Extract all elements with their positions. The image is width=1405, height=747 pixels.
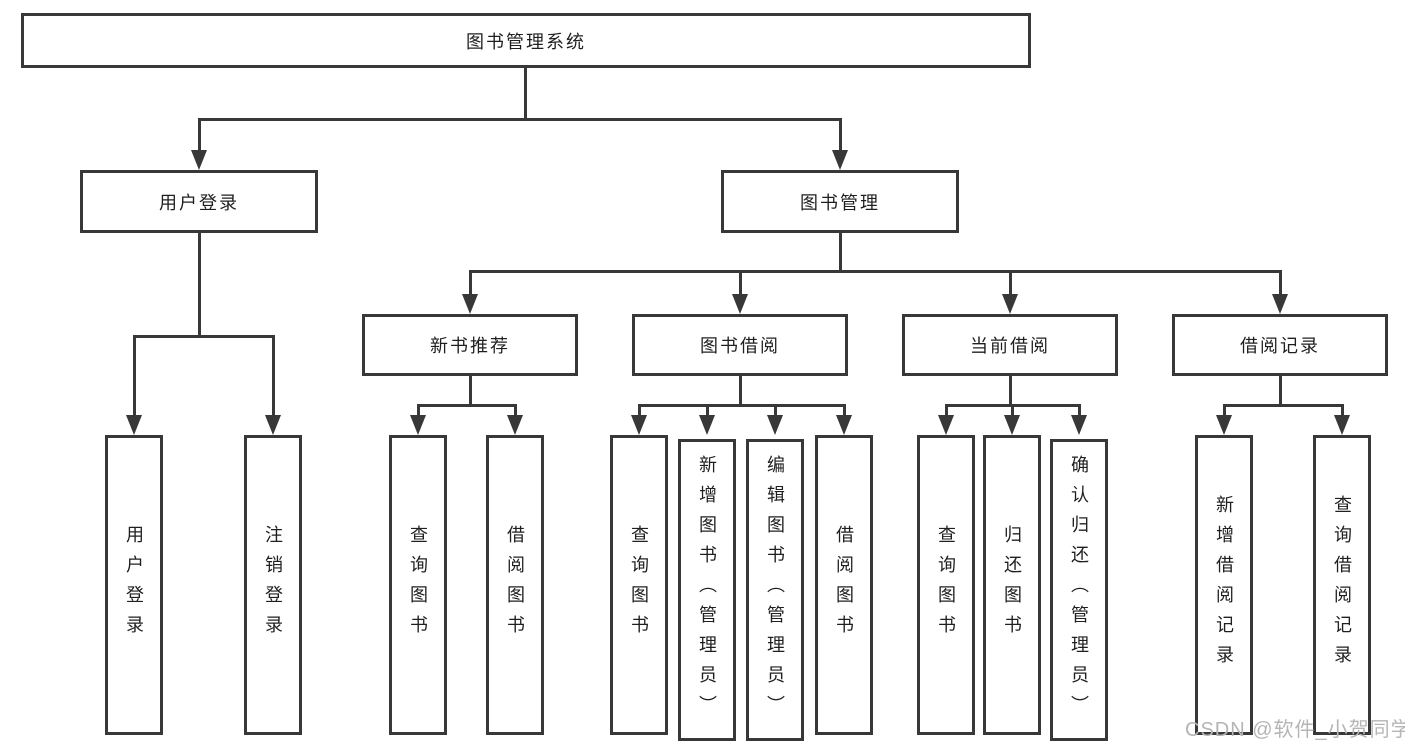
leaf-query-books: 查询图书 bbox=[610, 435, 668, 735]
connector-split bbox=[1223, 404, 1344, 407]
arrow-down-icon bbox=[410, 415, 426, 435]
node-current-borrow: 当前借阅 bbox=[902, 314, 1118, 376]
connector-drop-line bbox=[198, 118, 201, 154]
connector-root-stem bbox=[524, 68, 527, 120]
connector-login-stem bbox=[198, 233, 201, 337]
node-book-borrow: 图书借阅 bbox=[632, 314, 848, 376]
arrow-down-icon bbox=[462, 294, 478, 314]
arrow-down-icon bbox=[1071, 415, 1087, 435]
leaf-edit-books-admin: 编辑图书（管理员） bbox=[746, 439, 804, 741]
connector-drop-line bbox=[739, 270, 742, 296]
leaf-query-books: 查询图书 bbox=[389, 435, 447, 735]
arrow-down-icon bbox=[126, 415, 142, 435]
arrow-down-icon bbox=[631, 415, 647, 435]
connector-stem bbox=[469, 376, 472, 407]
leaf-query-borrow-record: 查询借阅记录 bbox=[1313, 435, 1371, 735]
connector-drop-line bbox=[272, 335, 275, 418]
csdn-watermark: CSDN @软件_小贺同学 bbox=[1185, 719, 1405, 741]
connector-split bbox=[638, 404, 845, 407]
leaf-add-borrow-record: 新增借阅记录 bbox=[1195, 435, 1253, 735]
arrow-down-icon bbox=[1272, 294, 1288, 314]
connector-bookmgmt-stem bbox=[839, 233, 842, 273]
arrow-down-icon bbox=[1216, 415, 1232, 435]
connector-login-split bbox=[133, 335, 275, 338]
leaf-borrow-books: 借阅图书 bbox=[486, 435, 544, 735]
connector-drop-line bbox=[638, 404, 641, 418]
connector-drop-line bbox=[1223, 404, 1226, 418]
arrow-down-icon bbox=[1334, 415, 1350, 435]
connector-drop-line bbox=[1011, 404, 1014, 418]
leaf-query-books: 查询图书 bbox=[917, 435, 975, 735]
connector-drop-line bbox=[774, 404, 777, 418]
arrow-down-icon bbox=[732, 294, 748, 314]
connector-drop-line bbox=[1279, 270, 1282, 296]
leaf-return-books: 归还图书 bbox=[983, 435, 1041, 735]
connector-drop-line bbox=[945, 404, 948, 418]
node-book-management: 图书管理 bbox=[721, 170, 959, 233]
connector-split bbox=[417, 404, 517, 407]
arrow-down-icon bbox=[699, 415, 715, 435]
connector-drop-line bbox=[1009, 270, 1012, 296]
connector-stem bbox=[739, 376, 742, 407]
connector-root-split bbox=[198, 118, 842, 121]
arrow-down-icon bbox=[836, 415, 852, 435]
arrow-down-icon bbox=[832, 150, 848, 170]
connector-drop-line bbox=[839, 118, 842, 154]
arrow-down-icon bbox=[767, 415, 783, 435]
connector-drop-line bbox=[1341, 404, 1344, 418]
node-borrow-records: 借阅记录 bbox=[1172, 314, 1388, 376]
connector-drop-line bbox=[514, 404, 517, 418]
connector-drop-line bbox=[469, 270, 472, 296]
arrow-down-icon bbox=[1002, 294, 1018, 314]
arrow-down-icon bbox=[191, 150, 207, 170]
arrow-down-icon bbox=[265, 415, 281, 435]
connector-drop-line bbox=[1078, 404, 1081, 418]
connector-stem bbox=[1009, 376, 1012, 407]
connector-stem bbox=[1279, 376, 1282, 407]
arrow-down-icon bbox=[507, 415, 523, 435]
connector-drop-line bbox=[133, 335, 136, 418]
leaf-add-books-admin: 新增图书（管理员） bbox=[678, 439, 736, 741]
connector-drop-line bbox=[706, 404, 709, 418]
node-library-management-system: 图书管理系统 bbox=[21, 13, 1031, 68]
connector-bookmgmt-split bbox=[469, 270, 1282, 273]
connector-drop-line bbox=[843, 404, 846, 418]
leaf-logout: 注销登录 bbox=[244, 435, 302, 735]
arrow-down-icon bbox=[938, 415, 954, 435]
node-new-book-recommend: 新书推荐 bbox=[362, 314, 578, 376]
arrow-down-icon bbox=[1004, 415, 1020, 435]
connector-drop-line bbox=[417, 404, 420, 418]
leaf-confirm-return-admin: 确认归还（管理员） bbox=[1050, 439, 1108, 741]
leaf-borrow-books: 借阅图书 bbox=[815, 435, 873, 735]
leaf-user-login: 用户登录 bbox=[105, 435, 163, 735]
node-user-login: 用户登录 bbox=[80, 170, 318, 233]
